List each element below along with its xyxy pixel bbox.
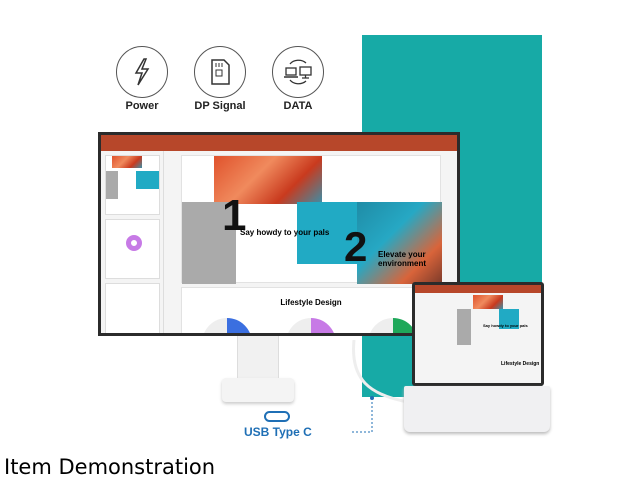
usb-type-c-label: USB Type C <box>244 425 312 439</box>
monitor: 1 Say howdy to your pals 2 Elevate your … <box>98 132 460 336</box>
laptop: Say howdy to your pals Lifestyle Design <box>412 282 544 386</box>
slide-section-title: Lifestyle Design <box>280 298 342 307</box>
slide-thumbnails <box>105 155 160 333</box>
data-transfer-icon <box>272 46 324 98</box>
feature-label-dp-signal: DP Signal <box>194 100 246 112</box>
main-slide: 1 Say howdy to your pals 2 Elevate your … <box>181 155 442 284</box>
monitor-screen: 1 Say howdy to your pals 2 Elevate your … <box>101 135 457 333</box>
laptop-slide-section-title: Lifestyle Design <box>501 361 540 367</box>
feature-label-data: DATA <box>283 100 313 112</box>
app-titlebar <box>101 135 457 151</box>
lightning-icon <box>116 46 168 98</box>
slide-headline: Elevate your environment <box>378 250 427 268</box>
laptop-screen: Say howdy to your pals Lifestyle Design <box>415 285 541 383</box>
monitor-base <box>222 378 294 402</box>
slide-thumbnail[interactable] <box>105 219 160 279</box>
art-image <box>214 156 322 204</box>
usb-c-icon <box>264 411 290 422</box>
slide-thumbnail[interactable] <box>105 155 160 215</box>
sd-card-icon <box>194 46 246 98</box>
slide-thumbnail[interactable] <box>105 283 160 333</box>
art-image <box>357 202 442 284</box>
monitor-stand <box>237 336 279 384</box>
slide-headline: Say howdy to your pals <box>240 228 330 237</box>
caption: Item Demonstration <box>4 455 216 479</box>
laptop-keyboard <box>404 386 550 432</box>
feature-label-power: Power <box>125 100 159 112</box>
slide-number: 1 <box>222 191 247 240</box>
second-slide: Lifestyle Design <box>181 287 441 333</box>
usb-cable <box>350 340 409 433</box>
slide-number: 2 <box>344 223 368 270</box>
laptop-slide-headline: Say howdy to your pals <box>483 323 528 328</box>
